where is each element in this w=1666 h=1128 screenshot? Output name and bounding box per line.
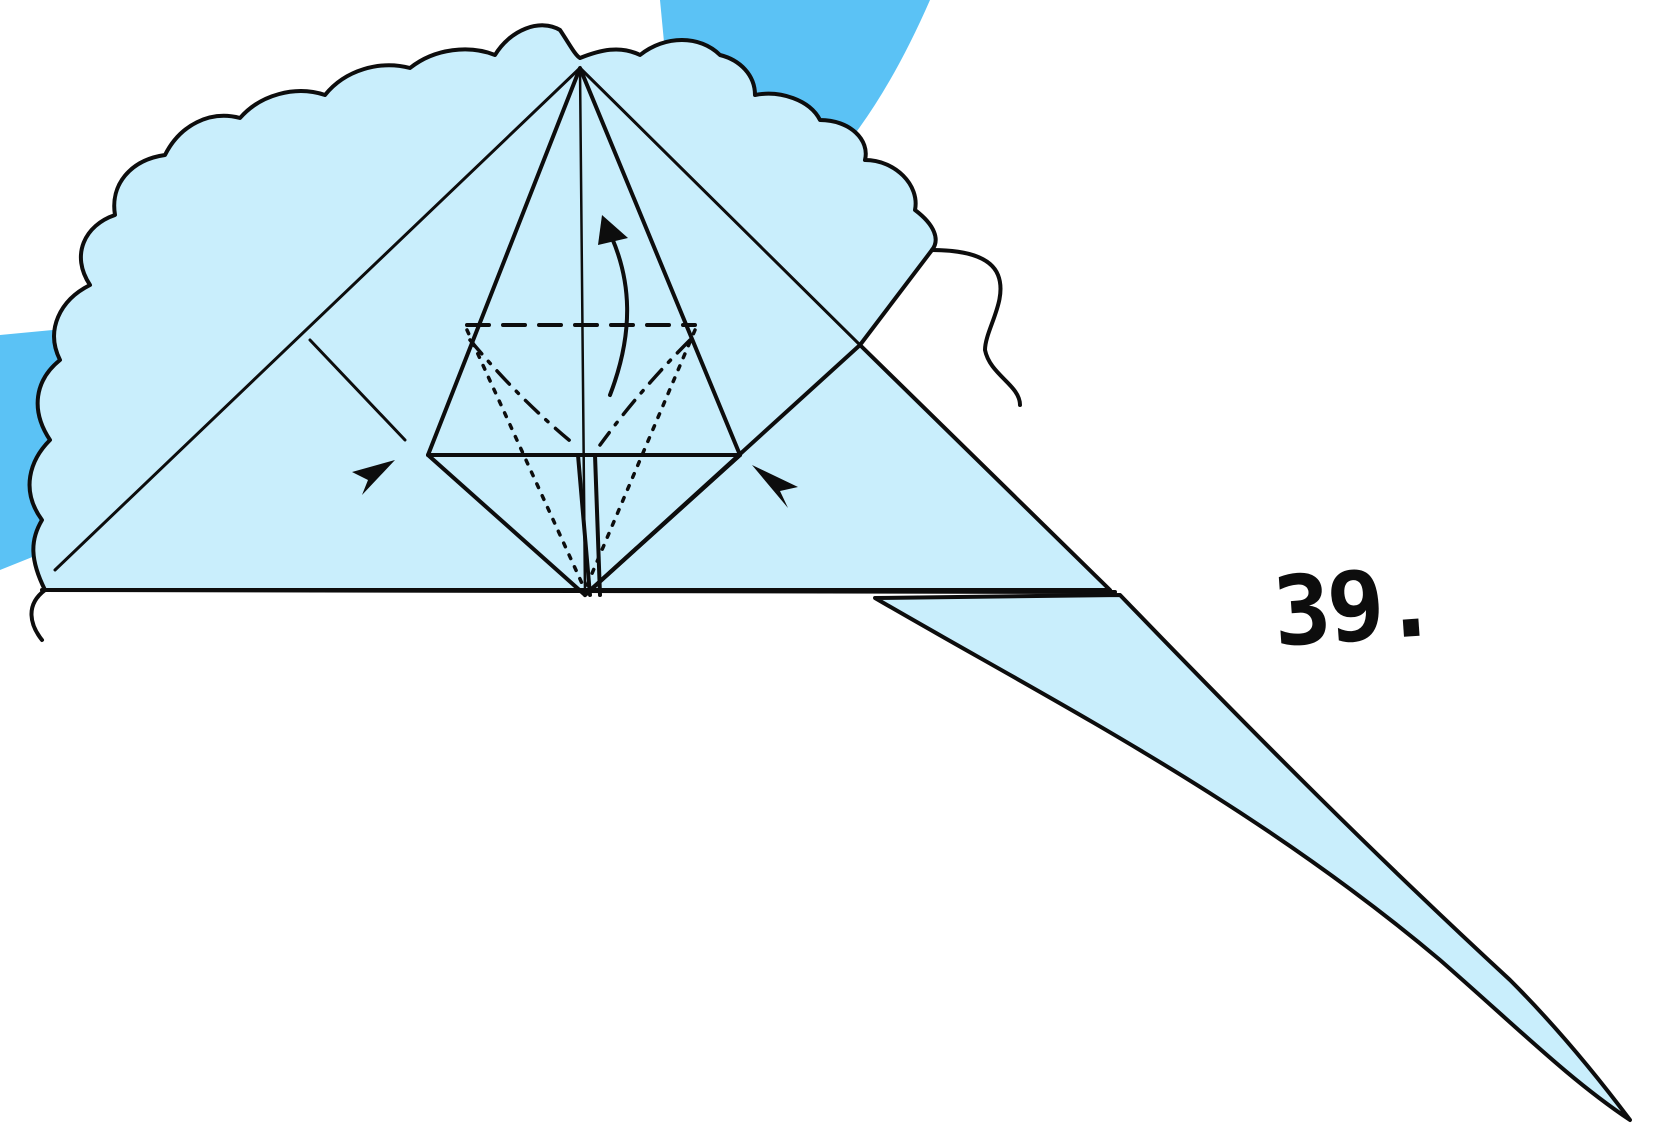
- dash-dot-curves: [468, 338, 692, 447]
- paper-tail-flap: [873, 593, 1632, 1122]
- paper-wavy-strand: [930, 248, 1022, 407]
- mountain-fold-lines: [465, 328, 697, 592]
- paper-main-body: [27, 23, 1112, 592]
- paper-left-curl: [29, 588, 47, 642]
- push-arrow-right: [752, 465, 798, 508]
- step-number-label: 39.: [1269, 545, 1439, 669]
- push-arrow-left: [352, 460, 395, 495]
- outer-triangle-creases: [53, 66, 862, 572]
- fold-arrow-up: [598, 215, 630, 397]
